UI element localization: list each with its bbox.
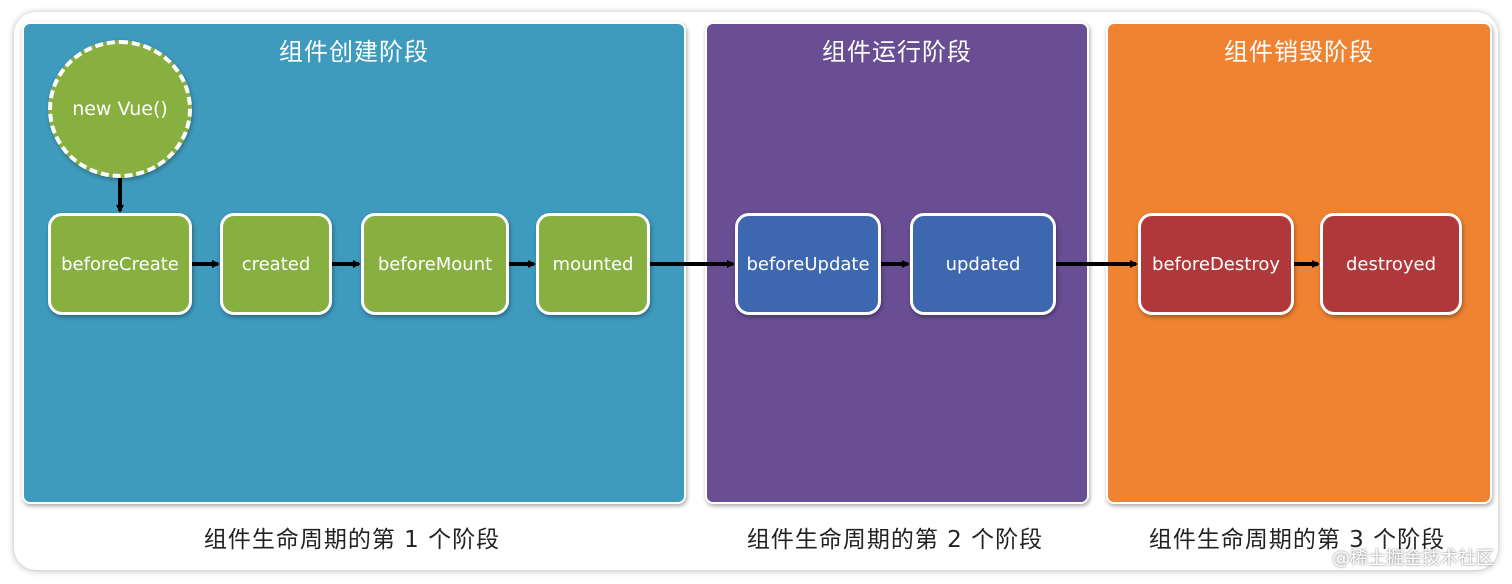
node-updated: updated [910,213,1056,315]
node-before-mount: beforeMount [361,213,509,315]
start-node-new-vue: new Vue() [48,40,192,178]
stage-title-run: 组件运行阶段 [822,38,972,66]
node-destroyed: destroyed [1320,213,1462,315]
node-created: created [220,213,332,315]
stage-title-create: 组件创建阶段 [279,38,429,66]
stage-footer-run: 组件生命周期的第 2 个阶段 [746,527,1044,553]
node-before-update: beforeUpdate [735,213,881,315]
node-before-create: beforeCreate [48,213,192,315]
stage-footer-destroy: 组件生命周期的第 3 个阶段 [1148,527,1446,553]
stage-footer-create: 组件生命周期的第 1 个阶段 [203,527,501,553]
watermark: @稀土掘金技术社区 [1332,548,1494,569]
node-before-destroy: beforeDestroy [1138,213,1294,315]
node-mounted: mounted [536,213,650,315]
stage-title-destroy: 组件销毁阶段 [1224,38,1374,66]
